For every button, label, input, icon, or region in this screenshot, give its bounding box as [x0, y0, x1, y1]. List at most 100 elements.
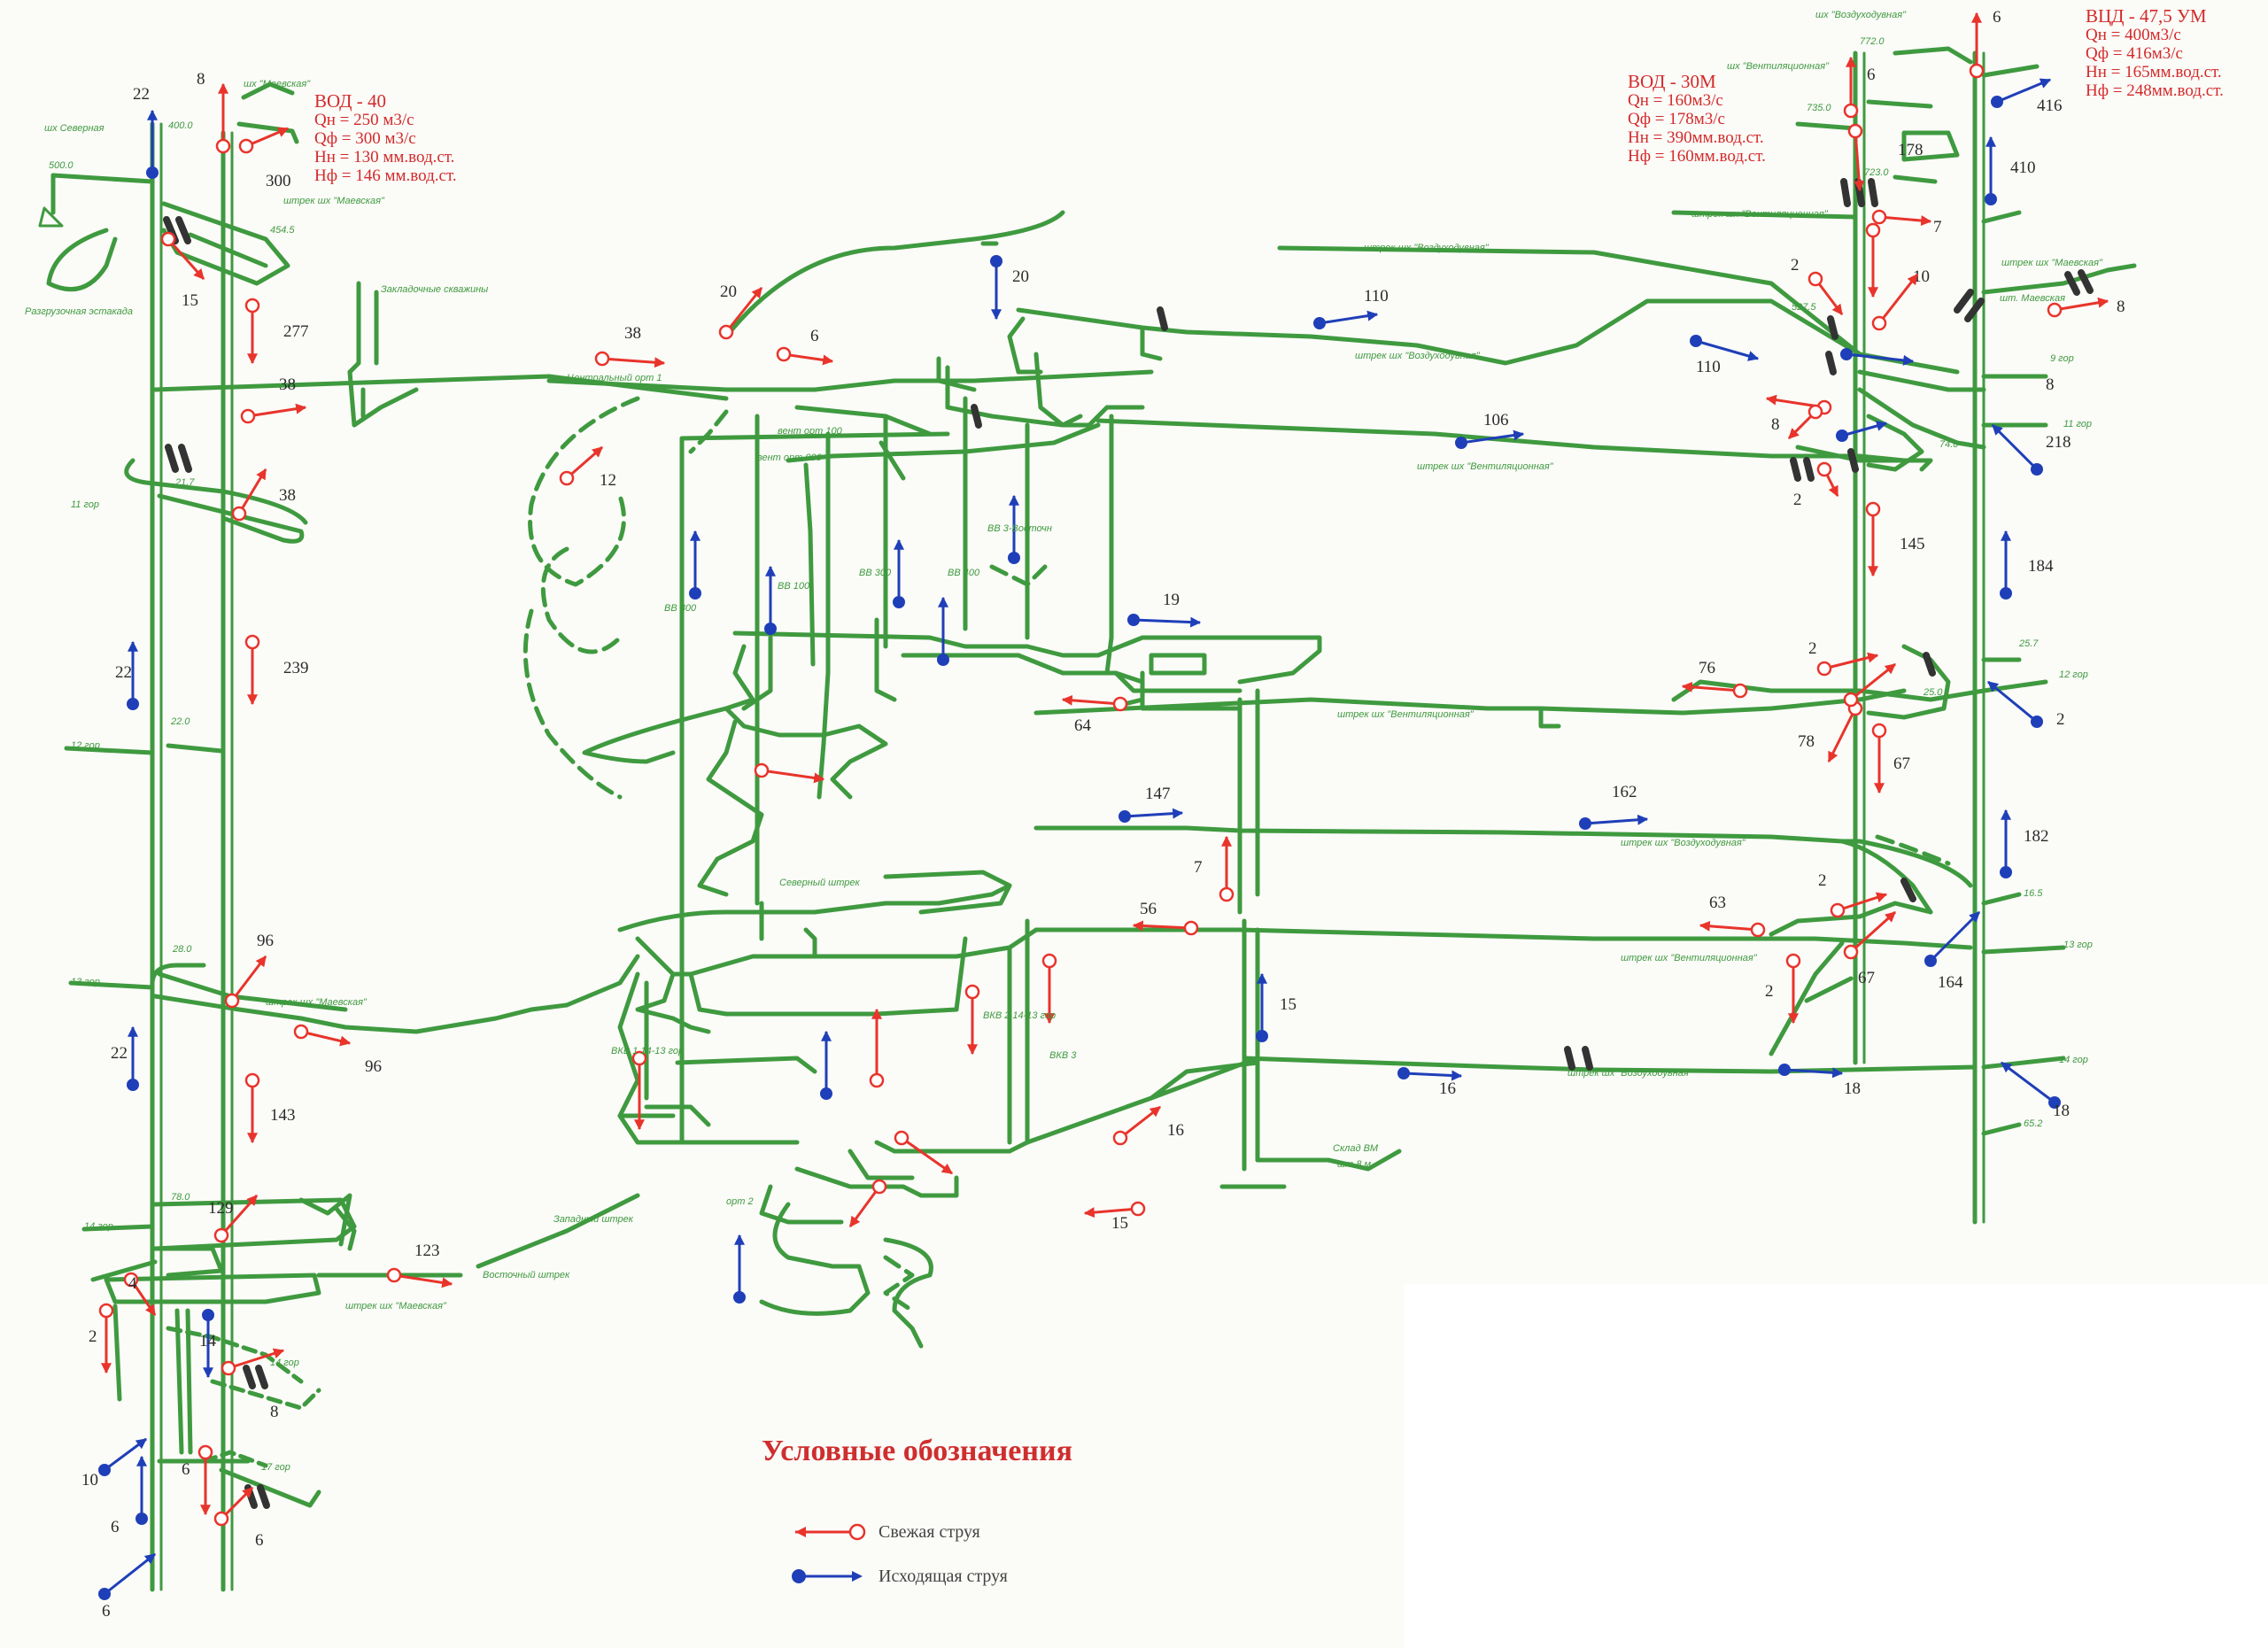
working-label: шх "Маевская" [244, 79, 311, 89]
airflow-value-label: 300 [266, 172, 291, 190]
airflow-value-label: 416 [2037, 97, 2063, 115]
arrow-tail-marker [1871, 315, 1887, 331]
arrow-tail-marker [1112, 696, 1128, 712]
arrow-tail-marker [2047, 302, 2063, 318]
fresh-air-arrow [894, 1130, 953, 1175]
arrow-tail-marker [754, 762, 770, 778]
arrow-tail-marker [240, 408, 256, 424]
exhaust-air-arrow: 110 [1690, 335, 1760, 376]
fresh-air-arrow [848, 1179, 887, 1227]
exhaust-air-arrow: 16 [1397, 1067, 1463, 1098]
arrow-tail-marker [2000, 587, 2012, 600]
working-label: ВВ 300 [859, 568, 892, 578]
arrow-tail-marker [1836, 429, 1848, 442]
arrow-tail-marker [221, 1360, 236, 1376]
fresh-air-arrow: 78 [1798, 700, 1863, 763]
working-label: шх Северная [44, 123, 104, 134]
arrow-shaft [1877, 274, 1919, 324]
arrow-shaft [1784, 1067, 1844, 1079]
airflow-value-label: 7 [1194, 858, 1203, 877]
fresh-air-arrow: 38 [231, 468, 296, 522]
legend-label: Исходящая струя [879, 1566, 1008, 1586]
arrow-tail-marker [1969, 63, 1985, 79]
arrow-tail-marker [386, 1267, 402, 1283]
fresh-air-arrow: 143 [244, 1072, 296, 1144]
legend-item-exhaust: Исходящая струя [788, 1563, 1008, 1590]
arrow-tail-marker [127, 698, 139, 710]
airflow-value-label: 184 [2028, 557, 2054, 576]
ventilation-doors [163, 178, 2094, 1509]
arrow-tail-marker [1847, 123, 1863, 139]
airflow-value-label: 96 [365, 1057, 382, 1076]
fan-line: Qф = 178м3/с [1628, 110, 1725, 128]
fan-info-vod40: ВОД - 40 Qн = 250 м3/с Qф = 300 м3/с Нн … [314, 92, 457, 186]
working-label: 14 гор [270, 1358, 299, 1368]
exhaust-air-arrow: 8 [1840, 348, 2055, 394]
arrow-tail-marker [1313, 317, 1326, 329]
airflow-value-label: 56 [1140, 900, 1157, 918]
fresh-air-arrow: 300 [238, 127, 291, 190]
exhaust-air-arrow [893, 538, 905, 608]
airflow-value-label: 2 [89, 1327, 97, 1346]
arrow-tail-marker [1830, 902, 1846, 918]
fresh-air-arrow: 96 [224, 932, 274, 1009]
fan-line: Qф = 300 м3/с [314, 129, 416, 148]
exhaust-air-arrow [764, 565, 777, 635]
arrow-tail-marker [1843, 944, 1859, 960]
working-label: штрек шх "Маевская" [345, 1301, 447, 1311]
airflow-value-label: 15 [182, 291, 198, 310]
exhaust-air-arrow: 22 [133, 85, 159, 179]
working-label: 772.0 [1860, 36, 1885, 47]
arrow-tail-marker [1843, 692, 1859, 708]
arrow-tail-marker [231, 506, 247, 522]
arrow-shaft [1403, 1070, 1463, 1081]
working-label: Закладочные скважины [381, 284, 488, 295]
fan-info-vod30m: ВОД - 30М Qн = 160м3/с Qф = 178м3/с Нн =… [1628, 73, 1766, 166]
arrow-tail-marker [202, 1309, 214, 1321]
fan-line: Qн = 160м3/с [1628, 91, 1723, 110]
exhaust-air-arrow: 22 [111, 1025, 139, 1091]
arrow-shaft [2001, 1061, 2055, 1104]
exhaust-air-arrow: 184 [2000, 530, 2054, 600]
fresh-air-arrow: 8 [0, 0, 1823, 440]
fresh-air-arrow: 2 [89, 1303, 114, 1374]
exhaust-air-arrow: 147 [1119, 785, 1184, 823]
working-label: шт. Маевская [2000, 293, 2065, 304]
arrow-tail-marker [1112, 1130, 1128, 1146]
arrow-shaft [220, 1195, 259, 1236]
working-label: штрек шх "Воздуходувная" [1364, 243, 1490, 253]
airflow-value-label: 8 [2117, 298, 2125, 316]
arrow-tail-marker [937, 654, 949, 666]
airflow-value-label: 7 [1933, 218, 1942, 236]
exhaust-air-arrow: 6 [98, 1552, 156, 1621]
airflow-value-label: 14 [199, 1332, 217, 1350]
arrow-tail-marker [776, 346, 792, 362]
working-label: ВВ 3-Восточн [987, 523, 1052, 534]
arrow-tail-marker [123, 1272, 139, 1288]
arrow-shaft [1132, 920, 1192, 932]
airflow-value-label: 38 [279, 486, 296, 505]
airflow-value-label: 10 [81, 1471, 98, 1489]
arrow-shaft [1850, 662, 1896, 701]
exhaust-air-arrow [1836, 421, 1888, 442]
exhaust-air-arrow [820, 1030, 832, 1100]
exhaust-air-arrow: 164 [1924, 910, 1981, 992]
arrow-tail-marker [1871, 209, 1887, 225]
arrow-shaft [230, 956, 267, 1002]
airflow-value-label: 22 [133, 85, 150, 104]
exhaust-air-arrow [1008, 494, 1020, 564]
working-label: 65.2 [2024, 1118, 2042, 1129]
working-label: штрек шх "Воздуходувная" [1621, 838, 1746, 848]
airflow-value-label: 16 [1439, 1079, 1456, 1098]
airflow-value-label: 20 [1012, 267, 1029, 286]
airflow-value-label: 6 [111, 1518, 120, 1536]
working-label: Восточный штрек [483, 1270, 570, 1280]
arrow-shaft [1061, 694, 1121, 706]
exhaust-air-arrow: 10 [81, 1437, 147, 1489]
working-label: штрек шх "Вентиляционная" [1337, 709, 1475, 720]
arrow-tail-marker [2031, 716, 2043, 728]
arrow-tail-marker [1991, 96, 2003, 108]
exhaust-air-arrow: 410 [1985, 135, 2036, 205]
arrow-shaft [724, 287, 763, 333]
arrow-tail-marker [1865, 501, 1881, 517]
